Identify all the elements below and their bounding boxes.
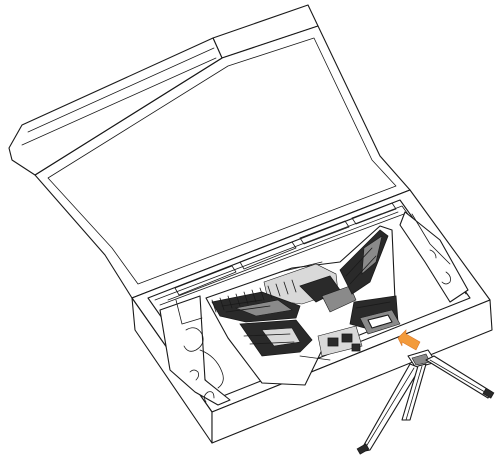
monitor-unboxing-illustration xyxy=(0,0,497,455)
